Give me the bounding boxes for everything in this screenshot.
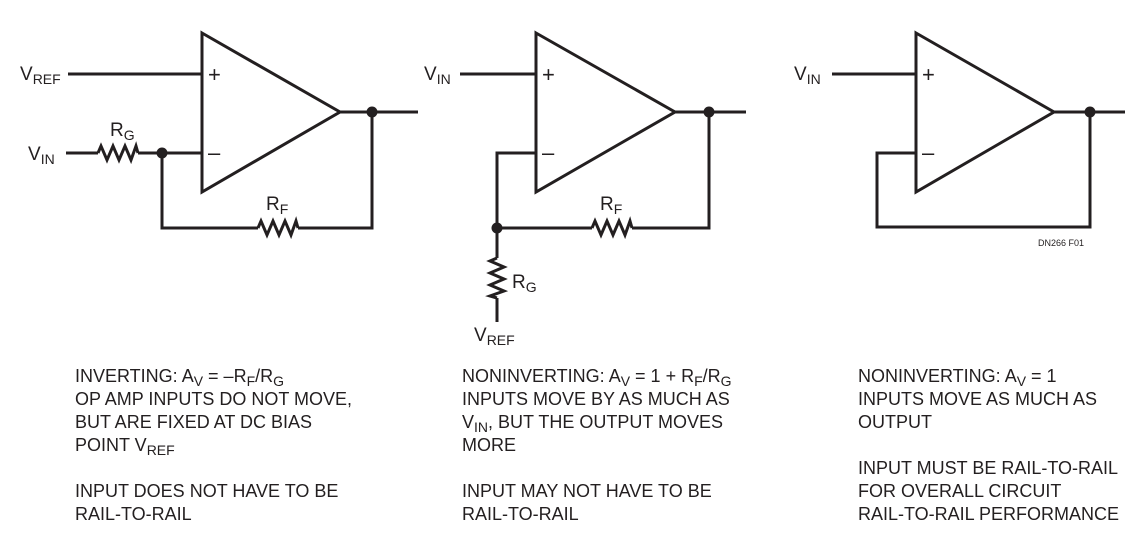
follower-caption: NONINVERTING: AV = 1 INPUTS MOVE AS MUCH… <box>858 366 1119 524</box>
junction-dot <box>491 222 503 234</box>
caption-line: NONINVERTING: AV = 1 <box>858 366 1057 389</box>
caption-line: VIN, BUT THE OUTPUT MOVES <box>462 412 723 435</box>
caption-line: INPUTS MOVE AS MUCH AS <box>858 389 1097 409</box>
junction-dot <box>366 106 378 118</box>
opamp-triangle <box>534 30 679 195</box>
caption-line: RAIL-TO-RAIL <box>462 504 579 524</box>
plus-sign: + <box>542 62 555 87</box>
inverting-circuit: + – VREF VIN RG RF <box>20 30 418 240</box>
noninverting-gain-caption: NONINVERTING: AV = 1 + RF/RG INPUTS MOVE… <box>462 366 732 524</box>
noninverting-gain-circuit: + – VIN RF RG VREF <box>424 30 746 348</box>
caption-line: INVERTING: AV = –RF/RG <box>75 366 284 389</box>
rg-resistor <box>485 256 509 300</box>
plus-sign: + <box>922 62 935 87</box>
caption-line: OUTPUT <box>858 412 932 432</box>
rf-label: RF <box>600 194 622 217</box>
caption-line: RAIL-TO-RAIL <box>75 504 192 524</box>
caption-line: FOR OVERALL CIRCUIT <box>858 481 1061 501</box>
feedback-wire-right <box>632 112 711 230</box>
feedback-wire-right <box>298 112 374 230</box>
rf-resistor <box>256 216 300 240</box>
vref-label: VREF <box>20 64 61 87</box>
voltage-follower-circuit: + – VIN DN266 F01 <box>794 30 1125 248</box>
figure-id: DN266 F01 <box>1038 238 1084 248</box>
caption-line: MORE <box>462 435 516 455</box>
caption-line: BUT ARE FIXED AT DC BIAS <box>75 412 312 432</box>
opamp-triangle <box>200 30 344 195</box>
rg-label: RG <box>110 120 135 143</box>
caption-line: RAIL-TO-RAIL PERFORMANCE <box>858 504 1119 524</box>
rf-resistor <box>590 216 634 240</box>
minus-input-wire <box>495 151 536 228</box>
vin-label: VIN <box>28 144 55 167</box>
plus-sign: + <box>208 62 221 87</box>
caption-line: POINT VREF <box>75 435 175 458</box>
vref-label: VREF <box>474 325 515 348</box>
caption-line: OP AMP INPUTS DO NOT MOVE, <box>75 389 352 409</box>
rf-label: RF <box>266 194 288 217</box>
caption-line: INPUT MUST BE RAIL-TO-RAIL <box>858 458 1118 478</box>
junction-dot <box>156 147 168 159</box>
caption-line: INPUTS MOVE BY AS MUCH AS <box>462 389 730 409</box>
minus-sign: – <box>542 140 555 165</box>
feedback-wire-left <box>160 153 258 230</box>
vin-label: VIN <box>794 64 821 87</box>
caption-line: NONINVERTING: AV = 1 + RF/RG <box>462 366 732 389</box>
rg-resistor <box>96 141 140 165</box>
caption-line: INPUT MAY NOT HAVE TO BE <box>462 481 712 501</box>
opamp-triangle <box>914 30 1058 195</box>
caption-line: INPUT DOES NOT HAVE TO BE <box>75 481 338 501</box>
minus-sign: – <box>922 140 935 165</box>
junction-dot <box>703 106 715 118</box>
vin-label: VIN <box>424 64 451 87</box>
inverting-caption: INVERTING: AV = –RF/RG OP AMP INPUTS DO … <box>75 366 352 524</box>
minus-sign: – <box>208 140 221 165</box>
junction-dot <box>1084 106 1096 118</box>
rg-label: RG <box>512 272 537 295</box>
feedback-wire <box>875 112 1092 229</box>
